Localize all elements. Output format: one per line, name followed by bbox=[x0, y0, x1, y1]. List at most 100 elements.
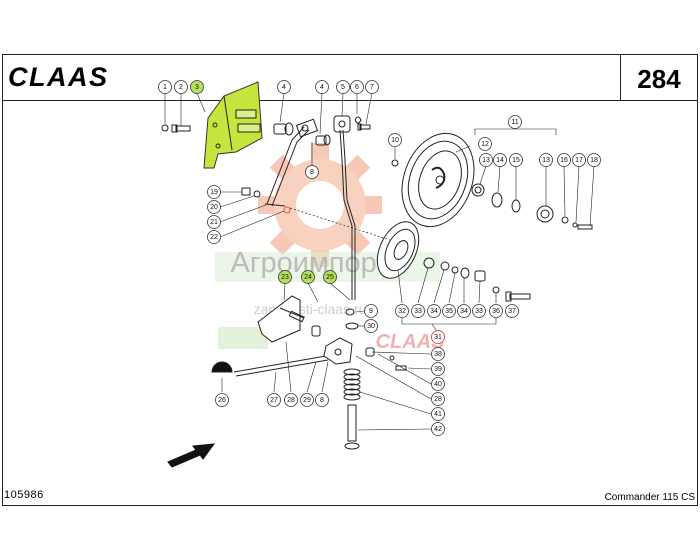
spindle-part bbox=[233, 355, 329, 377]
callout-34: 34 bbox=[427, 304, 441, 318]
callout-circle bbox=[572, 153, 586, 167]
callout-circle bbox=[207, 230, 221, 244]
callout-21: 21 bbox=[207, 215, 221, 229]
spring-clip-part bbox=[354, 116, 362, 124]
callout-40: 40 bbox=[431, 377, 445, 391]
callout-12: 12 bbox=[478, 137, 492, 151]
callout-circle bbox=[411, 304, 425, 318]
callout-label: 8 bbox=[310, 169, 314, 176]
bracket-part bbox=[257, 295, 305, 343]
callout-circle bbox=[505, 304, 519, 318]
callout-2: 2 bbox=[174, 80, 188, 94]
callout-circle bbox=[158, 80, 172, 94]
callout-label: 13 bbox=[542, 157, 550, 164]
small-bolt-part bbox=[357, 123, 371, 131]
callout-circle bbox=[190, 80, 204, 94]
callout-label: 28 bbox=[434, 396, 442, 403]
callout-4: 4 bbox=[277, 80, 291, 94]
callout-1: 1 bbox=[158, 80, 172, 94]
bushing-part bbox=[273, 122, 331, 146]
callout-circle bbox=[207, 215, 221, 229]
callout-29: 29 bbox=[300, 393, 314, 407]
callout-28: 28 bbox=[284, 393, 298, 407]
callout-circle bbox=[395, 304, 409, 318]
callout-14: 14 bbox=[493, 153, 507, 167]
callout-13: 13 bbox=[539, 153, 553, 167]
large-pulley-part bbox=[401, 132, 475, 228]
callout-circle bbox=[478, 137, 492, 151]
callout-26: 26 bbox=[215, 393, 229, 407]
callout-label: 41 bbox=[434, 411, 442, 418]
callout-circle bbox=[267, 393, 281, 407]
callout-label: 33 bbox=[414, 308, 422, 315]
callout-23: 23 bbox=[278, 270, 292, 284]
callout-42: 42 bbox=[431, 422, 445, 436]
callout-circle bbox=[472, 304, 486, 318]
callout-36: 36 bbox=[489, 304, 503, 318]
callout-label: 30 bbox=[367, 323, 375, 330]
page-border bbox=[2, 54, 698, 506]
callout-label: 17 bbox=[575, 157, 583, 164]
callout-37: 37 bbox=[505, 304, 519, 318]
callout-label: 24 bbox=[304, 274, 312, 281]
callout-20: 20 bbox=[207, 200, 221, 214]
parts-artwork bbox=[161, 81, 595, 468]
callout-circle bbox=[587, 153, 601, 167]
callout-circle bbox=[431, 422, 445, 436]
knob-part bbox=[211, 361, 233, 373]
callout-label: 8 bbox=[320, 397, 324, 404]
callout-circle bbox=[174, 80, 188, 94]
callout-17: 17 bbox=[572, 153, 586, 167]
callout-label: 10 bbox=[391, 137, 399, 144]
callout-11: 11 bbox=[508, 115, 522, 129]
callout-label: 38 bbox=[434, 351, 442, 358]
callout-31: 31 bbox=[431, 330, 445, 344]
callout-8: 8 bbox=[315, 393, 329, 407]
callout-label: 26 bbox=[218, 397, 226, 404]
callout-circle bbox=[431, 377, 445, 391]
callout-13: 13 bbox=[479, 153, 493, 167]
callout-label: 12 bbox=[481, 141, 489, 148]
drawing-id: 105986 bbox=[4, 489, 44, 501]
callout-15: 15 bbox=[509, 153, 523, 167]
callout-circle bbox=[278, 270, 292, 284]
callout-circle bbox=[431, 347, 445, 361]
callout-label: 13 bbox=[482, 157, 490, 164]
callout-circle bbox=[323, 270, 337, 284]
callout-circle bbox=[509, 153, 523, 167]
callout-circle bbox=[364, 304, 378, 318]
callout-label: 3 bbox=[195, 84, 199, 91]
long-bolt-part bbox=[344, 404, 360, 450]
callout-circle bbox=[277, 80, 291, 94]
callout-circle bbox=[215, 393, 229, 407]
assembly-leader bbox=[289, 207, 391, 241]
callout-label: 14 bbox=[496, 157, 504, 164]
callout-27: 27 bbox=[267, 393, 281, 407]
callout-24: 24 bbox=[301, 270, 315, 284]
callout-circle bbox=[207, 185, 221, 199]
callout-label: 39 bbox=[434, 366, 442, 373]
callout-circle bbox=[207, 200, 221, 214]
callout-circle bbox=[431, 330, 445, 344]
callout-10: 10 bbox=[388, 133, 402, 147]
callout-circle bbox=[442, 304, 456, 318]
pin-ring-part bbox=[264, 203, 291, 214]
callout-label: 9 bbox=[369, 308, 373, 315]
callout-circle bbox=[431, 362, 445, 376]
callout-label: 19 bbox=[210, 189, 218, 196]
bolt-part bbox=[171, 124, 191, 133]
callout-circle bbox=[284, 393, 298, 407]
callout-34: 34 bbox=[457, 304, 471, 318]
callout-8: 8 bbox=[305, 165, 319, 179]
callout-9: 9 bbox=[364, 304, 378, 318]
callout-label: 16 bbox=[560, 157, 568, 164]
model-name: Commander 115 CS bbox=[605, 492, 696, 503]
callout-label: 1 bbox=[163, 84, 167, 91]
callout-label: 33 bbox=[475, 308, 483, 315]
small-pulley-part bbox=[376, 221, 420, 279]
callout-label: 18 bbox=[590, 157, 598, 164]
mounting-plate-part bbox=[203, 81, 263, 169]
compression-spring-part bbox=[343, 368, 361, 401]
